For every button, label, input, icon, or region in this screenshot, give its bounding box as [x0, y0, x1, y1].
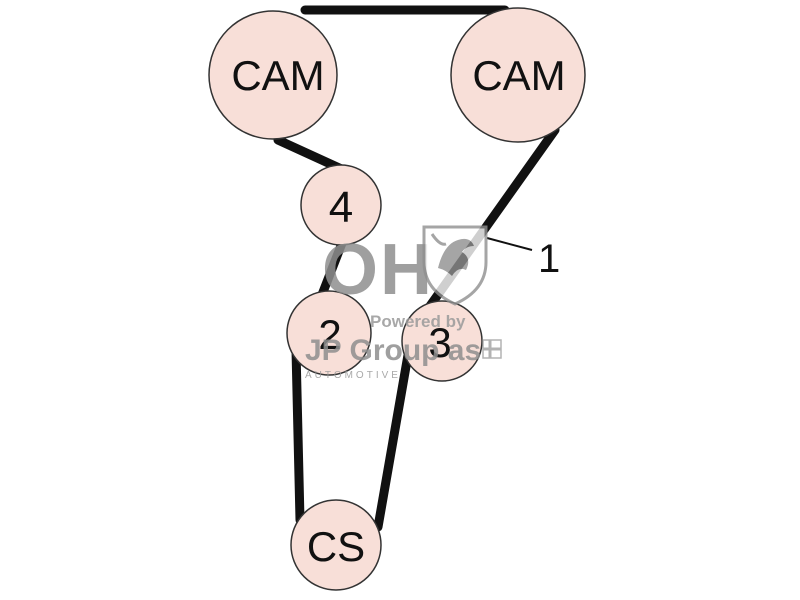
belt-idler2-to-cs — [291, 345, 305, 525]
pulley-idler-2-circle — [286, 290, 372, 376]
pulley-idler-4-circle — [300, 164, 382, 246]
pulley-idler-4: 4 — [300, 164, 382, 246]
shield-griffin-icon — [422, 225, 488, 306]
pulley-idler-2-label: 2 — [318, 311, 341, 358]
pulley-cam-left: CAM — [208, 10, 338, 140]
pulley-cam-right-circle — [450, 7, 586, 143]
callout-leader-line — [486, 237, 533, 251]
pulley-cam-right-label: CAM — [472, 52, 565, 99]
watermark: OH Powered by JP Group as AUTOMOTIVE — [305, 225, 502, 381]
pulley-crankshaft-label: CS — [307, 523, 365, 570]
pulley-idler-4-label: 4 — [329, 183, 353, 232]
pulley-cam-right: CAM — [450, 7, 586, 143]
watermark-group: JP Group as — [305, 334, 481, 367]
pulley-idler-2: 2 — [286, 290, 372, 376]
pulley-cam-left-circle — [208, 10, 338, 140]
flag-icon — [482, 339, 502, 359]
pulley-idler-3: 3 — [401, 300, 483, 382]
pulley-cam-left-label: CAM — [231, 52, 324, 99]
pulley-idler-3-label: 3 — [428, 319, 451, 366]
watermark-logo: OH — [322, 230, 434, 310]
pulley-crankshaft-circle — [290, 499, 382, 591]
watermark-tag: AUTOMOTIVE — [305, 370, 401, 381]
pulley-crankshaft: CS — [290, 499, 382, 591]
belt-idler3-to-cs — [373, 350, 413, 532]
callout-label: 1 — [538, 237, 560, 281]
watermark-powered: Powered by — [370, 312, 466, 331]
pulley-idler-3-circle — [401, 300, 483, 382]
